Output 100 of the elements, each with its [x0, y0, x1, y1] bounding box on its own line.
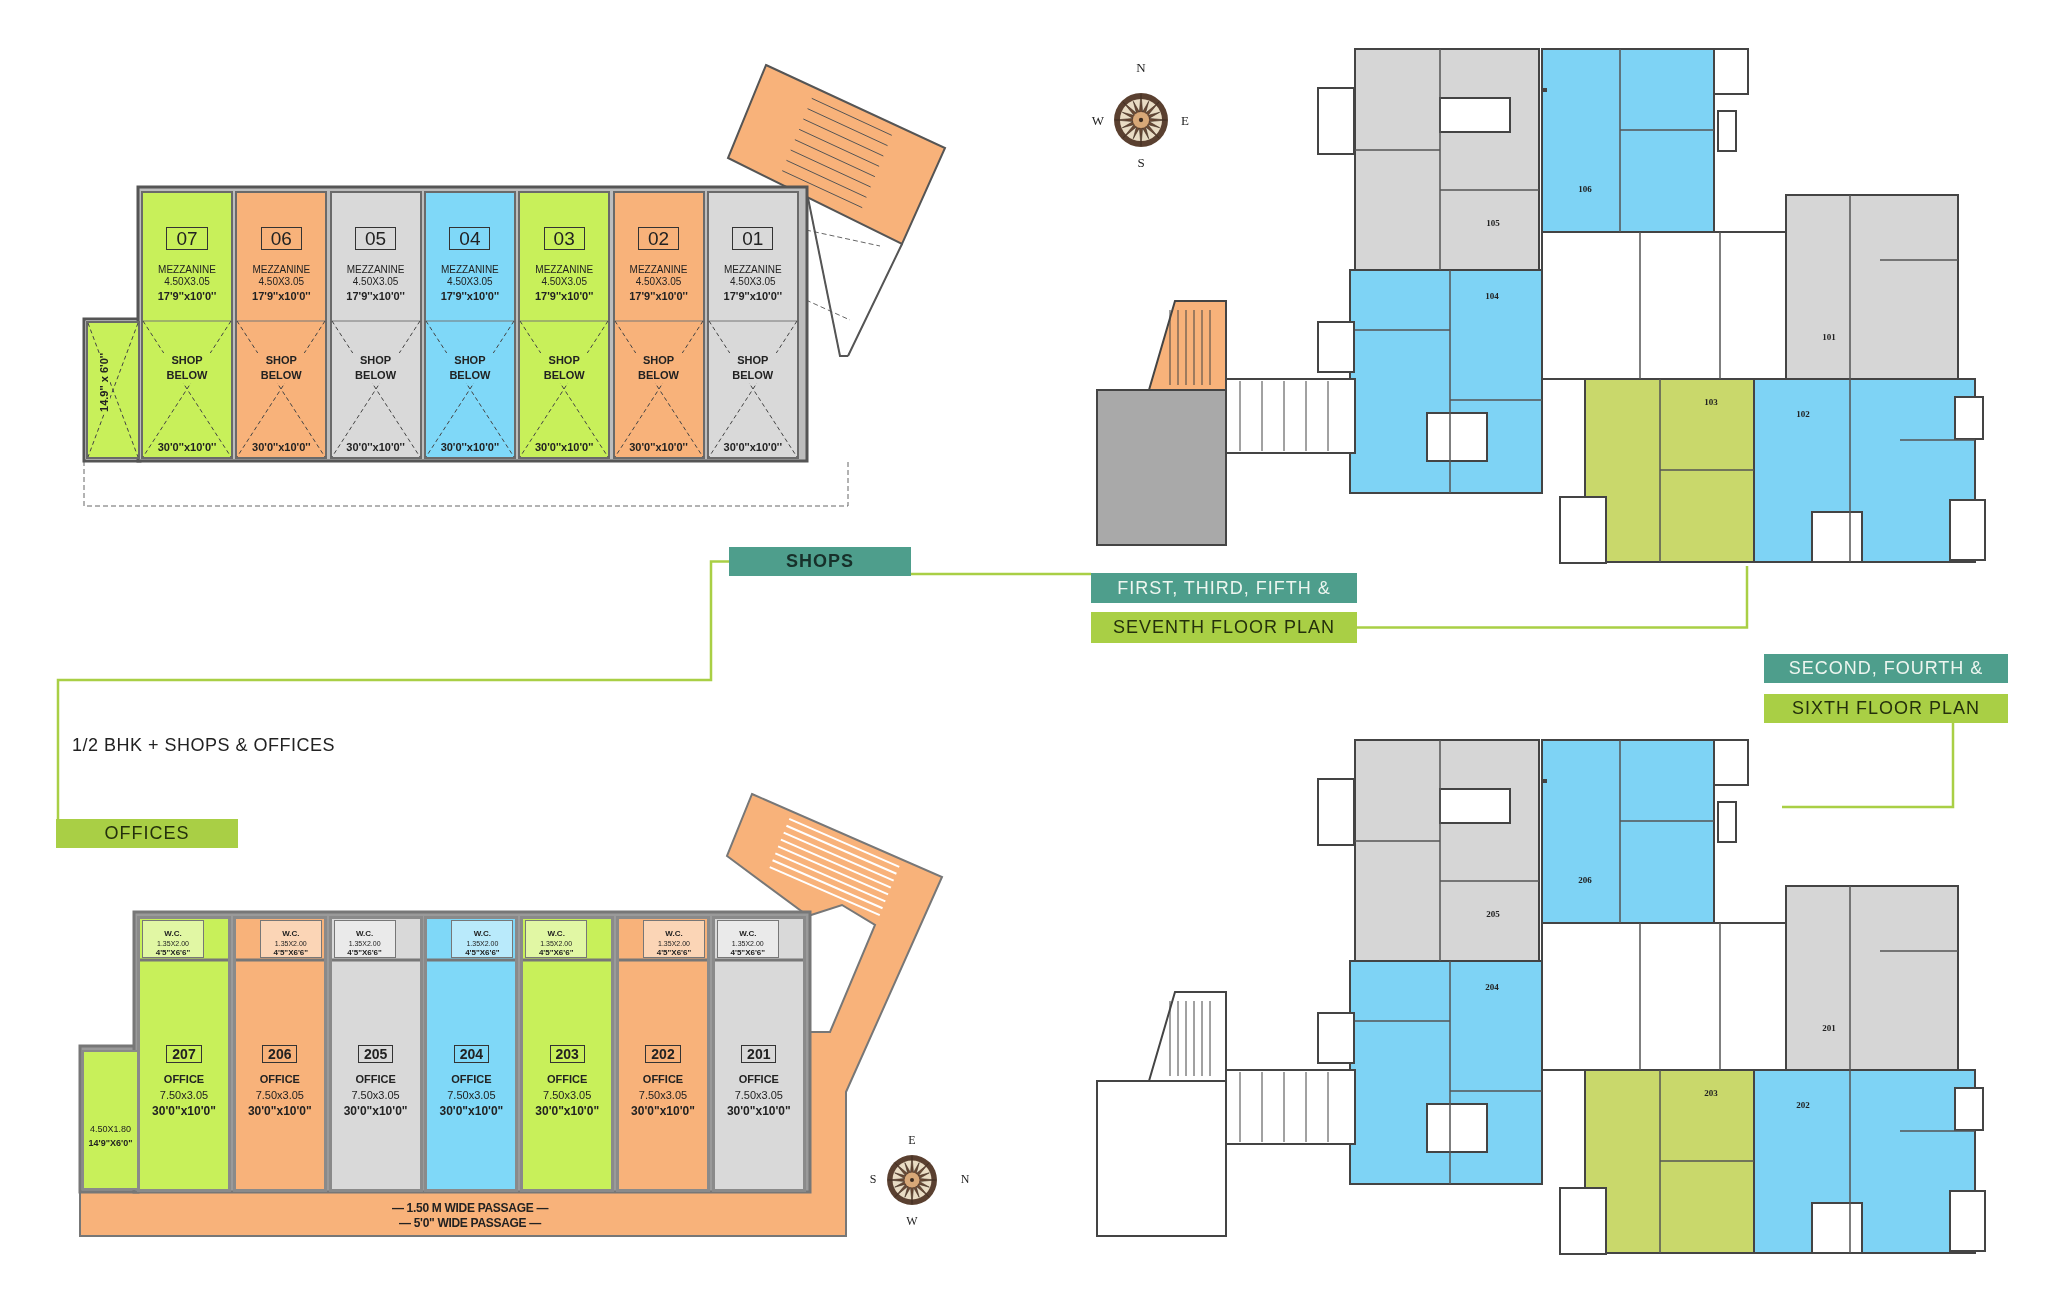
- dimension-text: 30'0"x10'0": [343, 1104, 408, 1118]
- connector-line: [1782, 723, 1955, 809]
- shop-unit: [706, 191, 799, 459]
- dimension-text: 30'0''x10'0'': [157, 441, 217, 453]
- dimension-text: 30'0''x10'0'': [723, 441, 783, 453]
- dimension-text: 4'5"X6'6": [538, 948, 574, 957]
- office-unit: [424, 916, 519, 1192]
- shop-unit: [329, 191, 422, 459]
- dimension-text: 7.50x3.05: [255, 1089, 304, 1101]
- dimension-text: 14.9'' x 6'0'': [98, 353, 110, 412]
- office-unit: [711, 916, 806, 1192]
- room-label: SHOP BELOW: [728, 353, 777, 383]
- dimension-text: 30'0"x10'0": [631, 1104, 695, 1118]
- title-banner: FIRST, THIRD, FIFTH &: [1091, 573, 1357, 603]
- unit-number: 103: [1704, 398, 1718, 408]
- dimension-text: 4.50X3.05: [730, 276, 776, 287]
- extension-area: [82, 1050, 139, 1190]
- unit-number: 205: [1486, 910, 1500, 920]
- unit-number: 202: [1796, 1101, 1810, 1111]
- room-label: W.C.: [739, 929, 757, 938]
- dimension-text: 7.50x3.05: [159, 1089, 209, 1101]
- dimension-text: 17'9''x10'0'': [534, 290, 594, 302]
- dimension-text: 30'0''x10'0'': [252, 441, 311, 453]
- dimension-text: 4.50X3.05: [447, 276, 493, 287]
- room-label: MEZZANINE: [158, 264, 216, 275]
- unit-number: 206: [1578, 876, 1592, 886]
- office-unit: [616, 916, 710, 1192]
- dimension-text: — 5'0" WIDE PASSAGE —: [398, 1216, 542, 1230]
- dimension-text: 4'5"X6'6": [273, 948, 309, 957]
- room-label: W.C.: [164, 929, 182, 938]
- room-label: SHOP BELOW: [445, 353, 494, 383]
- room-label: W.C.: [355, 929, 374, 938]
- connector-line: [56, 560, 729, 819]
- connector-line: [911, 572, 1091, 576]
- unit-number: 05: [355, 227, 397, 250]
- compass-letter: E: [908, 1134, 916, 1148]
- room-label: SHOP BELOW: [540, 353, 589, 383]
- compass-letter: N: [960, 1173, 970, 1187]
- dimension-text: 30'0"x10'0": [535, 1104, 600, 1118]
- room-label: OFFICE: [355, 1073, 396, 1085]
- compass-letter: S: [1137, 155, 1145, 171]
- unit-number: 202: [645, 1045, 681, 1063]
- dimension-text: 4.50X3.05: [164, 276, 210, 287]
- room-label: MEZZANINE: [346, 264, 405, 275]
- unit-number: 205: [357, 1045, 394, 1063]
- room-label: OFFICE: [163, 1073, 205, 1085]
- unit-number: 04: [449, 227, 491, 250]
- dimension-text: 30'0"x10'0": [726, 1104, 791, 1118]
- unit-number: 06: [260, 227, 302, 250]
- dimension-text: 30'0''x10'0'': [629, 441, 688, 453]
- room-label: MEZZANINE: [535, 264, 594, 275]
- dimension-text: 4.50X3.05: [541, 276, 587, 287]
- unit-number: 203: [1704, 1089, 1718, 1099]
- shop-unit: [141, 191, 233, 459]
- office-unit: [520, 916, 615, 1192]
- room-label: SHOP BELOW: [351, 353, 400, 383]
- unit-number: 104: [1485, 292, 1499, 302]
- unit-number: 206: [262, 1045, 298, 1063]
- room-label: W.C.: [473, 929, 492, 938]
- room-label: SHOP BELOW: [257, 353, 306, 383]
- room-label: MEZZANINE: [252, 264, 311, 275]
- dimension-text: 4'5"X6'6": [347, 948, 382, 957]
- dimension-text: — 1.50 M WIDE PASSAGE —: [391, 1201, 549, 1215]
- dimension-text: 7.50x3.05: [638, 1089, 688, 1101]
- room-label: OFFICE: [738, 1073, 779, 1085]
- unit-number: 03: [543, 227, 585, 250]
- dimension-text: 17'9''x10'0'': [629, 290, 688, 302]
- dimension-text: 30'0''x10'0'': [440, 441, 500, 453]
- title-banner: OFFICES: [56, 819, 238, 848]
- dimension-text: 7.50x3.05: [447, 1089, 496, 1101]
- unit-number: 203: [549, 1045, 585, 1063]
- dimension-text: 4.50X3.05: [352, 276, 399, 287]
- unit-number: 201: [741, 1045, 777, 1063]
- dimension-text: 30'0"x10'0": [152, 1104, 216, 1118]
- unit-number: 106: [1578, 185, 1592, 195]
- dimension-text: 17'9''x10'0'': [346, 290, 405, 302]
- title-banner: SEVENTH FLOOR PLAN: [1091, 612, 1357, 643]
- connector-line: [1357, 566, 1749, 629]
- dimension-text: 30'0"x10'0": [247, 1104, 312, 1118]
- dimension-text: 17'9''x10'0'': [723, 290, 783, 302]
- dimension-text: 30'0''x10'0'': [534, 441, 594, 453]
- dimension-text: 7.50x3.05: [351, 1089, 400, 1101]
- room-label: OFFICE: [259, 1073, 300, 1085]
- room-label: W.C.: [282, 929, 300, 938]
- dimension-text: 17'9''x10'0'': [440, 290, 500, 302]
- dimension-text: 17'9''x10'0'': [252, 290, 311, 302]
- title-banner: SHOPS: [729, 547, 911, 576]
- room-label: MEZZANINE: [629, 264, 688, 275]
- room-label: OFFICE: [451, 1073, 492, 1085]
- room-label: MEZZANINE: [441, 264, 499, 275]
- room-label: MEZZANINE: [723, 264, 782, 275]
- dimension-text: 4'5"X6'6": [155, 948, 191, 957]
- unit-number: 201: [1822, 1024, 1836, 1034]
- shop-unit: [423, 191, 516, 459]
- unit-number: 01: [732, 227, 774, 250]
- dimension-text: 4.50X1.80: [89, 1124, 131, 1134]
- unit-number: 204: [453, 1045, 490, 1063]
- dimension-text: 4'5"X6'6": [656, 948, 692, 957]
- unit-number: 07: [166, 227, 208, 250]
- dimension-text: 4'5"X6'6": [730, 948, 766, 957]
